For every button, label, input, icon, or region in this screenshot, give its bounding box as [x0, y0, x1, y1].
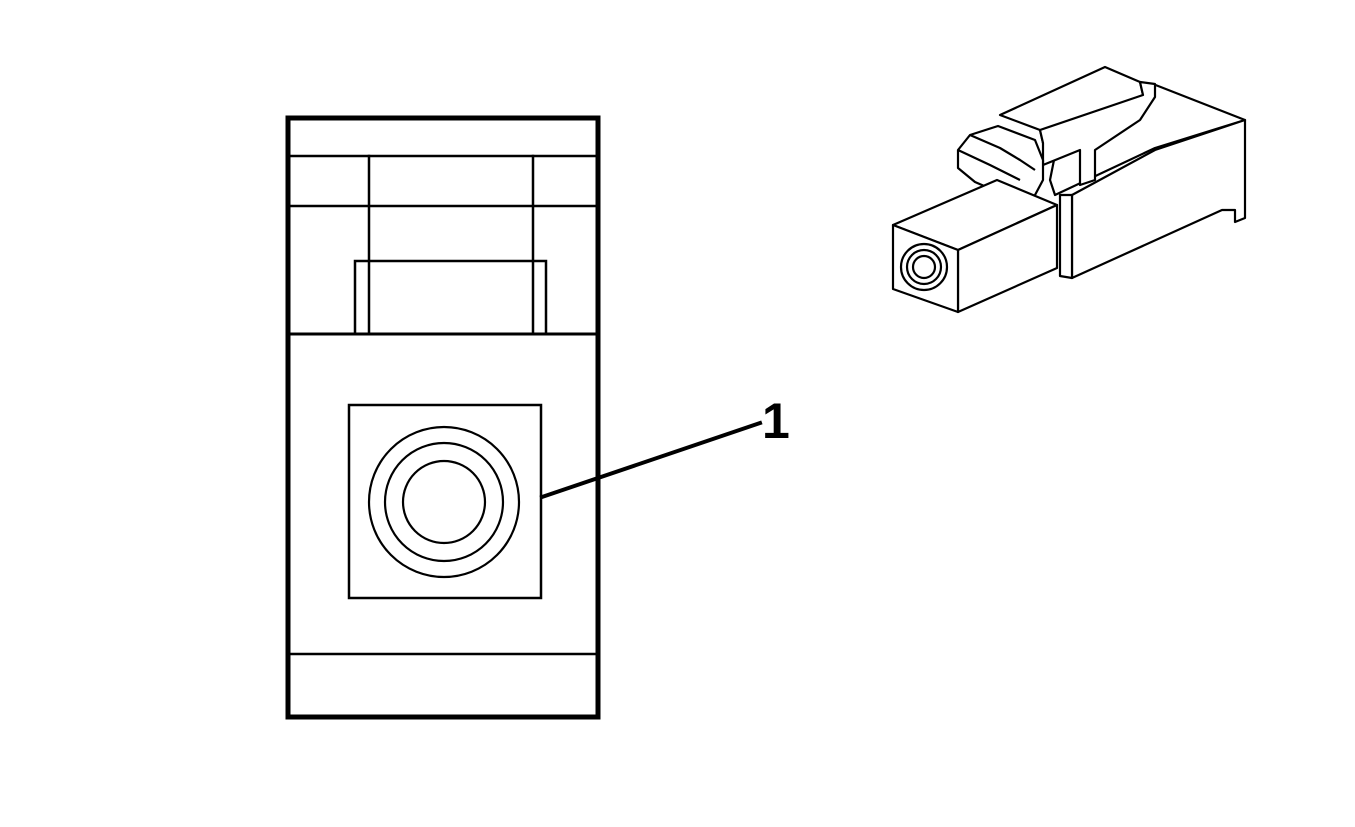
terminal-inner-ring: [401, 459, 487, 545]
nose-terminal-inner-ring: [911, 254, 937, 280]
nose-front-face: [891, 223, 960, 314]
body-right-face: [1070, 118, 1247, 280]
latch-tab: [353, 259, 548, 336]
connector-isometric-view: [891, 65, 1247, 314]
latch-head: [956, 124, 1045, 207]
latch-head-edge: [969, 133, 1036, 171]
body-front-face: [1058, 193, 1074, 280]
terminal-middle-ring: [383, 441, 505, 563]
nose-terminal-middle-ring: [905, 248, 943, 286]
housing-outline: [285, 115, 601, 720]
terminal-outer-ring: [367, 425, 521, 579]
nose-terminal-outer-ring: [899, 242, 949, 292]
terminal-cavity-frame: [347, 403, 543, 600]
latch-head-edge: [957, 149, 1021, 181]
connector-face-view: [285, 115, 763, 720]
callout-label-1: 1: [762, 393, 790, 449]
callout-leader-line: [539, 420, 763, 500]
